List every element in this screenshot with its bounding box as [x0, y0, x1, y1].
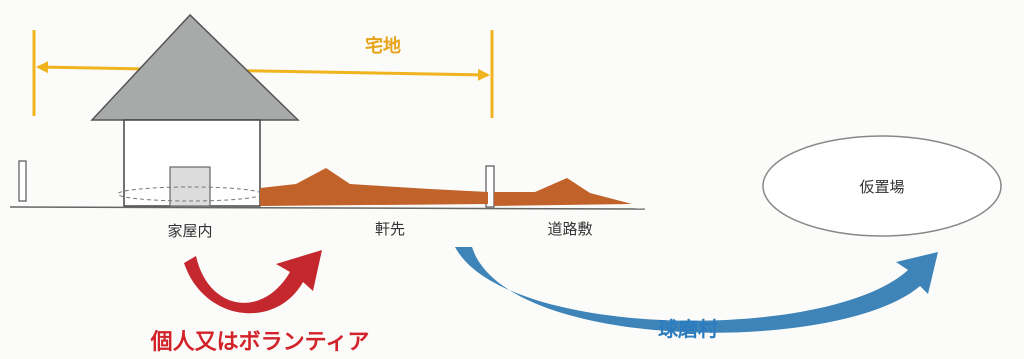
lot-span-arrow	[36, 61, 490, 81]
eaves-debris-pile	[260, 168, 488, 206]
temp-storage-label: 仮置場	[859, 178, 904, 196]
eaves-label: 軒先	[375, 220, 405, 238]
kuma-village-label: 球磨村	[658, 317, 718, 341]
house	[90, 13, 300, 207]
debris	[260, 168, 632, 206]
left-boundary-post	[18, 160, 27, 202]
roadside-label: 道路敷	[547, 220, 592, 238]
lot-label: 宅地	[365, 35, 401, 57]
house-interior-label: 家屋内	[167, 222, 212, 240]
village-curved-arrow	[455, 247, 938, 333]
right-boundary-post	[485, 165, 495, 208]
temp-storage-ellipse	[762, 135, 1002, 237]
ground-line	[9, 206, 646, 210]
individual-volunteer-label: 個人又はボランティア	[150, 330, 370, 355]
individual-curved-arrow	[184, 250, 322, 314]
house-door	[169, 166, 211, 207]
roadside-debris-pile	[494, 178, 632, 206]
lot-span	[32, 30, 494, 118]
